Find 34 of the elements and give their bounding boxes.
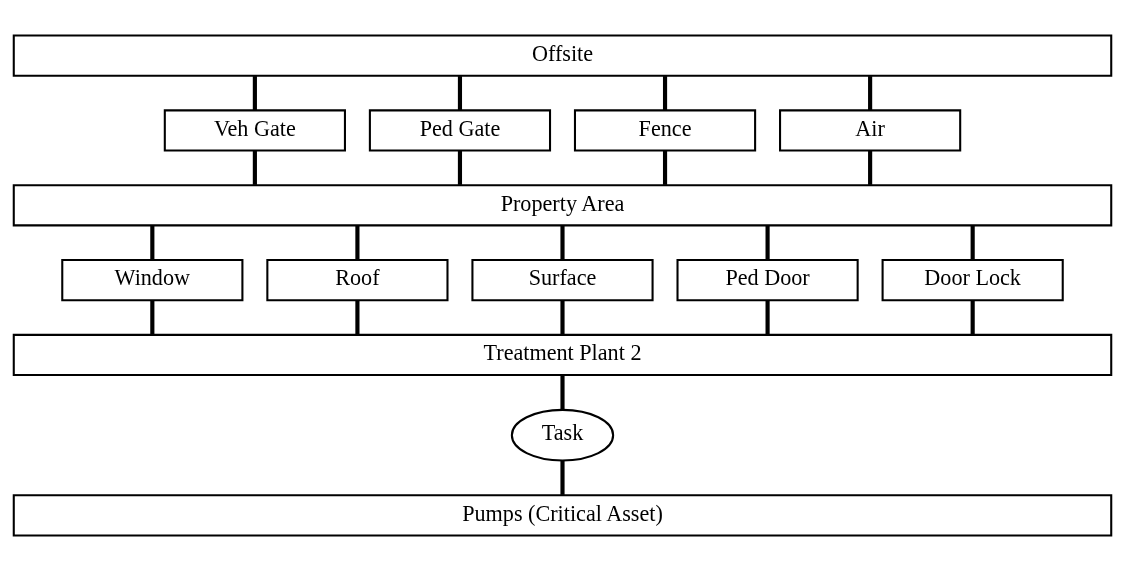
connector xyxy=(355,225,360,260)
node-box: Door Lock xyxy=(881,258,1064,301)
connector xyxy=(150,300,155,334)
node-box: Fence xyxy=(573,108,757,152)
node-box: Roof xyxy=(266,258,449,301)
node-box: Surface xyxy=(471,258,654,301)
connector xyxy=(252,150,257,185)
connector xyxy=(868,150,873,185)
connector xyxy=(765,300,770,334)
connector xyxy=(252,75,257,110)
node-ellipse: Task xyxy=(510,408,615,462)
connector xyxy=(970,225,975,260)
connector xyxy=(560,460,565,495)
node-box: Window xyxy=(61,258,244,301)
connector xyxy=(355,300,360,334)
node-box: Offsite xyxy=(12,34,1113,77)
connector xyxy=(970,300,975,334)
connector xyxy=(560,225,565,260)
connector xyxy=(457,75,463,110)
node-box: Property Area xyxy=(12,183,1113,226)
connector xyxy=(662,150,668,185)
node-box: Pumps (Critical Asset) xyxy=(12,493,1113,536)
connector xyxy=(662,75,668,110)
connector xyxy=(457,150,463,185)
node-box: Treatment Plant 2 xyxy=(12,333,1113,376)
node-box: Veh Gate xyxy=(163,108,346,152)
connector xyxy=(560,374,565,409)
connector xyxy=(560,300,565,334)
node-box: Ped Door xyxy=(676,258,859,301)
node-box: Air xyxy=(779,108,962,152)
connector xyxy=(765,225,770,260)
node-box: Ped Gate xyxy=(368,108,552,152)
connector xyxy=(150,225,155,260)
connector xyxy=(868,75,873,110)
